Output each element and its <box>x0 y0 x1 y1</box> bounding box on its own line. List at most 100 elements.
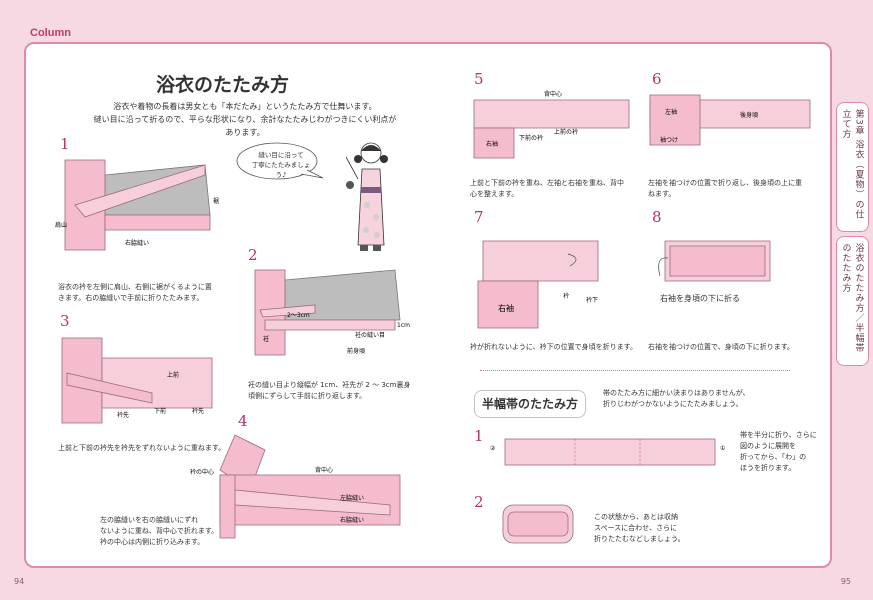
label: 裾 <box>213 197 219 205</box>
caption-line: 心を整えます。 <box>470 190 519 198</box>
girl-illustration <box>345 142 388 251</box>
caption-line: 図のように展開を <box>740 442 796 450</box>
caption-line: 折りたたむなどしましょう。 <box>594 535 685 543</box>
label: 右脇縫い <box>340 516 364 524</box>
intro-line: 縫い目に沿って折るので、平らな形状になり、余計なたたみじわがつきにくい利点があり… <box>93 115 397 137</box>
caption-line: ねます。 <box>648 190 676 198</box>
label: 袖つけ <box>660 136 678 144</box>
step-caption: 上前と下前の衿先を衿先をずれないように重ねます。 <box>58 443 225 454</box>
label: 上前 <box>167 371 179 379</box>
step5-diagram: 背中心 下前の衿 上前の衿 右袖 <box>473 90 630 159</box>
label: 1cm <box>397 322 410 329</box>
section-tab-label: 浴衣のたたみ方／半幅帯のたたみ方 <box>840 243 864 353</box>
caption-line: きます。右の脇縫いで手前に折りたたみます。 <box>58 294 204 302</box>
intro-line: 浴衣や着物の長着は男女とも「本だたみ」というたたみ方で仕舞います。 <box>113 102 377 111</box>
step-caption: 浴衣の衿を左側に肩山、右側に裾がくるように置 きます。右の脇縫いで手前に折りたた… <box>58 282 212 304</box>
step-number: 4 <box>238 412 248 430</box>
step8-note: 右袖を身頃の下に折る <box>660 294 740 303</box>
step-number: 2 <box>474 493 484 511</box>
caption-line: 衿が折れないように、衿下の位置で身頃を折ります。 <box>470 343 637 351</box>
label: 背中心 <box>315 466 333 474</box>
step-number: 1 <box>474 427 484 445</box>
label: 衿下 <box>586 296 598 304</box>
label: 衿先 <box>192 407 204 415</box>
page-number-right: 95 <box>840 577 851 586</box>
label: ① <box>720 445 725 452</box>
step-number: 7 <box>474 208 484 226</box>
step-caption: 左袖を袖つけの位置で折り返し、後身頃の上に重 ねます。 <box>648 178 802 200</box>
bubble-text: 縫い目に沿って 丁寧にたたみましょう♪ <box>250 150 312 180</box>
label: 衿の中心 <box>190 468 214 476</box>
step-caption: 右袖を袖つけの位置で、身頃の下に折ります。 <box>648 342 794 353</box>
caption-line: ないように重ね、背中心で折れます。 <box>100 527 219 535</box>
label: 右袖 <box>498 303 514 313</box>
obi-section-desc: 帯のたたみ方に細かい決まりはありませんが、 折りじわがつかないようにたたみましょ… <box>603 388 803 410</box>
caption-line: 上前と下前の衿を重ね、左袖と右袖を重ね、背中 <box>470 179 624 187</box>
step-caption: 衽の縫い目より縦幅が 1cm、衽先が 2 〜 3cm裏身 頃側にずらして手前に折… <box>248 380 410 402</box>
step-caption: この状態から、あとは収納 スペースに合わせ、さらに 折りたたむなどしましょう。 <box>594 512 685 545</box>
page-title: 浴衣のたたみ方 <box>156 74 290 96</box>
bubble-line: 縫い目に沿って <box>258 151 304 159</box>
column-label: Column <box>30 27 71 39</box>
step-caption: 衿が折れないように、衿下の位置で身頃を折ります。 <box>470 342 637 353</box>
label: 前身頃 <box>347 347 365 355</box>
caption-line: 衽の縫い目より縦幅が 1cm、衽先が 2 〜 3cm裏身 <box>248 381 411 389</box>
label: 衽 <box>263 335 269 343</box>
step1-diagram: 肩山 右脇縫い 裾 <box>55 159 219 251</box>
obi-step1-diagram: ② ① <box>490 438 725 466</box>
label: 上前の衿 <box>554 128 578 136</box>
caption-line: 衿の中心は内側に折り込みます。 <box>100 538 205 546</box>
obi-step2-diagram <box>502 504 574 544</box>
speech-bubble <box>236 142 324 180</box>
step-number: 1 <box>60 135 70 153</box>
label: 後身頃 <box>740 111 758 119</box>
step-caption: 帯を半分に折り、さらに 図のように展開を 折ってから、「わ」の ほうを折ります。 <box>740 430 817 474</box>
label: 2〜3cm <box>287 312 310 319</box>
intro-text: 浴衣や着物の長着は男女とも「本だたみ」というたたみ方で仕舞います。 縫い目に沿っ… <box>90 100 400 139</box>
step-caption: 左の脇縫いを右の脇縫いにずれ ないように重ね、背中心で折れます。 衿の中心は内側… <box>100 515 218 548</box>
desc-line: 折りじわがつかないようにたたみましょう。 <box>603 400 743 408</box>
desc-line: 帯のたたみ方に細かい決まりはありませんが、 <box>603 389 750 397</box>
step7-diagram: 右袖 衿 衿下 <box>477 240 599 329</box>
label: 衿 <box>563 292 569 300</box>
obi-section-title: 半幅帯のたたみ方 <box>474 390 586 418</box>
caption-line: 折ってから、「わ」の <box>740 453 807 461</box>
section-tab[interactable]: 浴衣のたたみ方／半幅帯のたたみ方 <box>836 236 869 366</box>
chapter-tab[interactable]: 第3章 浴衣（夏物）の仕立て方 <box>836 102 869 232</box>
caption-line: この状態から、あとは収納 <box>594 513 678 521</box>
step-caption: 上前と下前の衿を重ね、左袖と右袖を重ね、背中 心を整えます。 <box>470 178 624 200</box>
label: 背中心 <box>544 90 562 98</box>
step3-diagram: 上前 衿先 下前 衿先 <box>61 337 213 424</box>
section-divider <box>480 370 790 371</box>
caption-line: 浴衣の衿を左側に肩山、右側に裾がくるように置 <box>58 283 212 291</box>
label: 肩山 <box>55 221 67 229</box>
chapter-tab-label: 第3章 浴衣（夏物）の仕立て方 <box>840 109 864 220</box>
page-number-left: 94 <box>14 577 25 586</box>
step-number: 8 <box>652 208 662 226</box>
label: 衽の縫い目 <box>355 331 385 339</box>
caption-line: 右袖を袖つけの位置で、身頃の下に折ります。 <box>648 343 795 351</box>
label: 右脇縫い <box>125 239 149 247</box>
step-number: 5 <box>474 70 484 88</box>
caption-line: 左袖を袖つけの位置で折り返し、後身頃の上に重 <box>648 179 802 187</box>
step2-diagram: 2〜3cm 衽 衽の縫い目 1cm 前身頃 <box>254 269 410 356</box>
caption-line: 左の脇縫いを右の脇縫いにずれ <box>100 516 199 524</box>
label: 下前 <box>154 407 166 415</box>
step4-diagram: 衿の中心 背中心 左脇縫い 右脇縫い <box>190 434 401 539</box>
label: 衿先 <box>117 411 129 419</box>
step-number: 3 <box>60 312 70 330</box>
caption-line: ほうを折ります。 <box>740 464 796 472</box>
step6-diagram: 左袖 後身頃 袖つけ <box>649 94 811 146</box>
caption-line: スペースに合わせ、さらに <box>594 524 678 532</box>
label: 下前の衿 <box>519 134 543 142</box>
step-number: 6 <box>652 70 662 88</box>
step-number: 2 <box>248 246 258 264</box>
caption-line: 上前と下前の衿先を衿先をずれないように重ねます。 <box>58 444 226 452</box>
caption-line: 帯を半分に折り、さらに <box>740 431 817 439</box>
label: 左袖 <box>665 108 677 116</box>
label: 右袖 <box>486 140 498 148</box>
step8-diagram <box>658 240 771 282</box>
caption-line: 頃側にずらして手前に折り返します。 <box>248 392 367 400</box>
label: 左脇縫い <box>340 494 364 502</box>
bubble-line: 丁寧にたたみましょう♪ <box>251 161 311 179</box>
